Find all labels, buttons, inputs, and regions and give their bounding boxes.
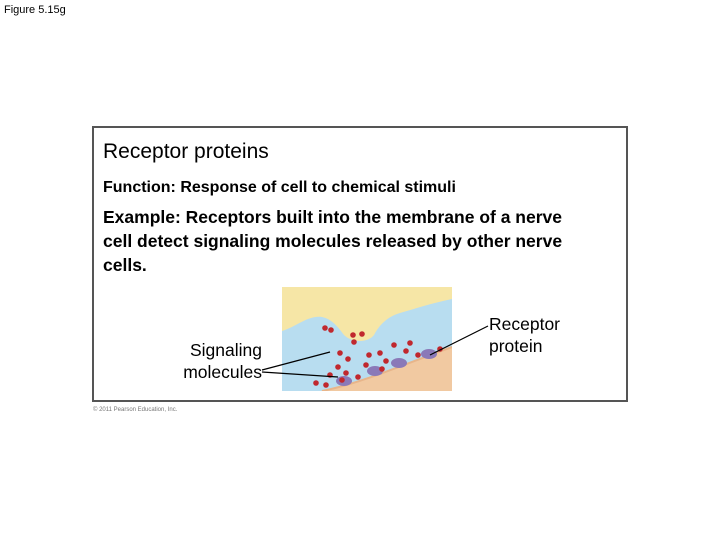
molecule — [407, 340, 413, 346]
receptor-label-line1: Receptor — [489, 314, 561, 334]
molecule — [323, 382, 329, 388]
molecule — [355, 374, 361, 380]
receptor-protein-label: Receptor protein — [489, 313, 599, 357]
molecule — [345, 356, 351, 362]
panel-title: Receptor proteins — [103, 140, 269, 163]
molecule — [339, 377, 345, 383]
signaling-label-line2: molecules — [183, 362, 262, 382]
molecule — [337, 350, 343, 356]
molecule — [327, 372, 333, 378]
synapse-illustration — [282, 287, 452, 391]
receptor-4 — [421, 349, 437, 359]
receiving-cell — [322, 347, 452, 391]
molecule — [363, 362, 369, 368]
molecule — [343, 370, 349, 376]
receptor-3 — [391, 358, 407, 368]
molecule — [415, 352, 421, 358]
molecule — [328, 327, 334, 333]
molecule — [383, 358, 389, 364]
molecule — [322, 325, 328, 331]
figure-label: Figure 5.15g — [4, 4, 66, 16]
signaling-label-line1: Signaling — [190, 340, 262, 360]
molecule — [391, 342, 397, 348]
presynaptic-cell — [282, 287, 452, 341]
molecule — [351, 339, 357, 345]
example-text: Example: Receptors built into the membra… — [103, 207, 563, 275]
receptor-2 — [367, 366, 383, 376]
copyright-notice: © 2011 Pearson Education, Inc. — [93, 407, 178, 413]
molecule — [403, 348, 409, 354]
molecule — [359, 331, 365, 337]
signaling-molecules-label: Signaling molecules — [150, 339, 262, 383]
receptor-label-line2: protein — [489, 336, 543, 356]
molecule — [366, 352, 372, 358]
molecule — [437, 346, 443, 352]
molecule — [379, 366, 385, 372]
molecule — [377, 350, 383, 356]
molecule — [313, 380, 319, 386]
molecule — [335, 364, 341, 370]
function-text: Function: Response of cell to chemical s… — [103, 179, 456, 196]
molecule — [350, 332, 356, 338]
signaling-molecules — [313, 325, 443, 388]
